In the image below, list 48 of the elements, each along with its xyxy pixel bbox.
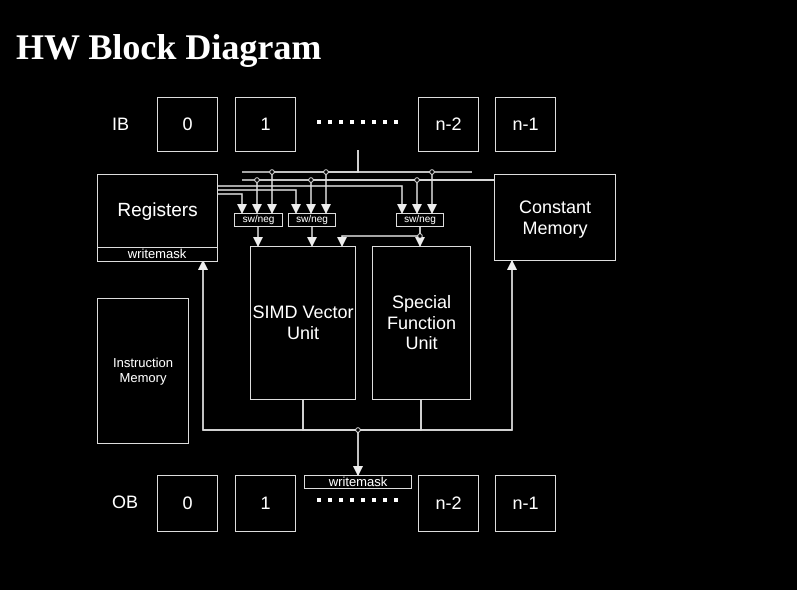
box-label: Registers	[117, 200, 198, 222]
box-label: n-1	[512, 114, 538, 135]
box-label: writemask	[128, 247, 186, 262]
arrow	[218, 185, 407, 214]
buffer-slot-box	[235, 475, 296, 532]
box-label: Constant Memory	[518, 196, 592, 238]
arrow	[415, 227, 425, 247]
memory-box	[97, 298, 189, 444]
arrow	[253, 227, 263, 247]
row-label: IB	[112, 114, 130, 135]
box-label: n-2	[435, 493, 462, 514]
buffer-slot-box	[495, 97, 556, 152]
box-label: n-1	[512, 493, 538, 514]
arrow	[420, 260, 517, 431]
writemask-bar	[96, 247, 218, 262]
row-label: OB	[112, 492, 138, 513]
box-label: 0	[182, 114, 192, 135]
swizzle-negate-box	[396, 213, 444, 227]
box-label: SIMD Vector Unit	[251, 302, 355, 344]
memory-box	[494, 174, 616, 261]
box-label: 0	[182, 493, 192, 514]
arrow	[218, 189, 301, 214]
box-label: Instruction Memory	[112, 356, 174, 386]
functional-unit-box	[250, 246, 356, 400]
arrow	[307, 227, 317, 247]
slide-title: HW Block Diagram	[16, 26, 322, 68]
memory-box	[97, 174, 218, 261]
box-label: sw/neg	[242, 214, 274, 226]
box-label: n-2	[435, 114, 462, 135]
box-label: 1	[260, 114, 270, 135]
box-label: sw/neg	[296, 214, 328, 226]
box-label: writemask	[328, 474, 388, 490]
arrow	[412, 179, 494, 214]
buffer-slot-box	[157, 97, 218, 152]
buffer-slot-box	[235, 97, 296, 152]
writemask-bar	[304, 475, 412, 489]
buffer-slot-box	[157, 475, 218, 532]
buffer-slot-box	[418, 97, 479, 152]
swizzle-negate-box	[288, 213, 336, 227]
buffer-slot-box	[495, 475, 556, 532]
swizzle-negate-box	[234, 213, 283, 227]
arrow	[357, 150, 437, 214]
box-label: sw/neg	[404, 214, 436, 226]
box-label: Special Function Unit	[386, 292, 458, 354]
functional-unit-box	[372, 246, 471, 400]
box-label: 1	[260, 493, 270, 514]
buffer-slot-box	[418, 475, 479, 532]
arrow	[218, 193, 247, 214]
